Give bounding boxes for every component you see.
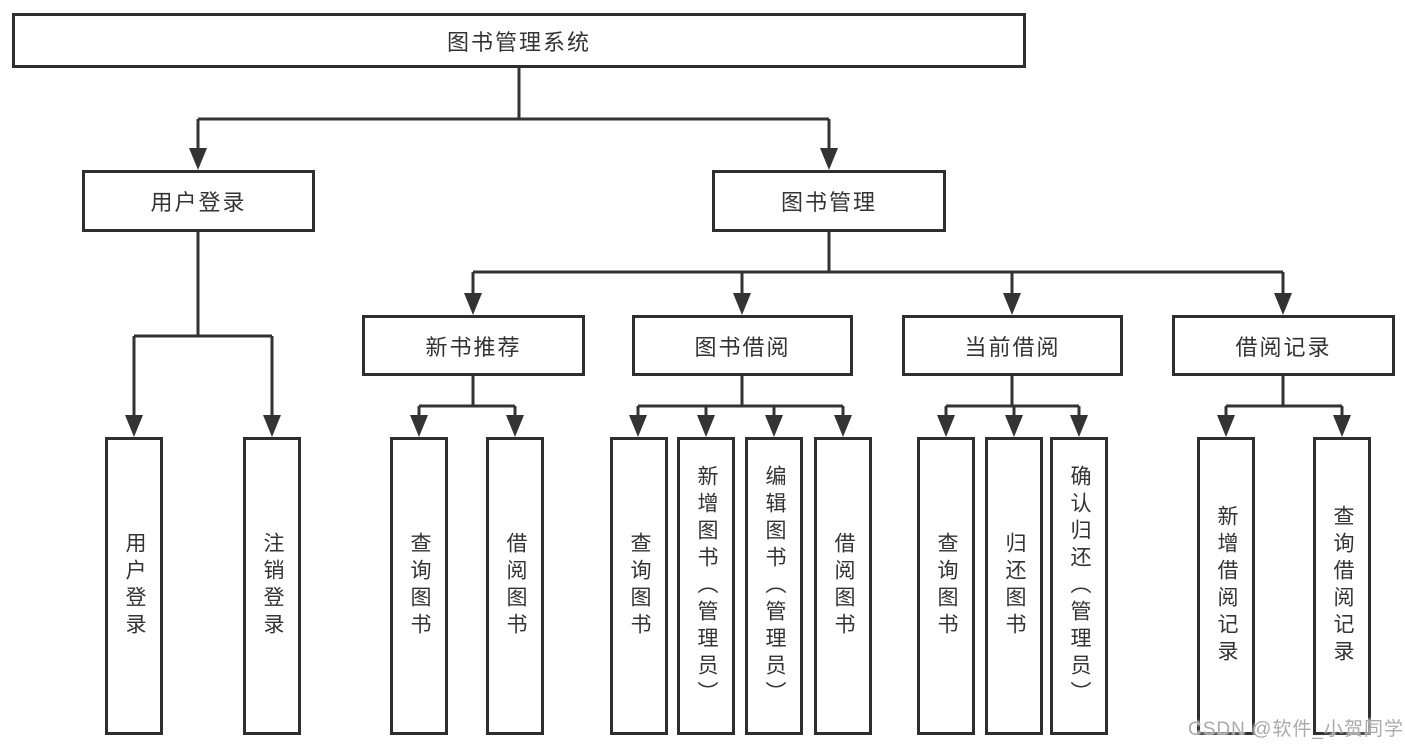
- connector-book-borrowing-to-leaves: [629, 376, 852, 437]
- leaf-add-book-admin: 新增图书（管理员）: [677, 437, 735, 735]
- connector-current-borrowing-to-leaves: [937, 376, 1088, 437]
- connector-user-login-to-leaves: [125, 232, 281, 437]
- leaf-query-books-recommend: 查询图书: [390, 437, 448, 735]
- leaf-add-borrow-record: 新增借阅记录: [1197, 437, 1255, 735]
- leaf-logout-login: 注销登录: [243, 437, 301, 735]
- node-user-login: 用户登录: [82, 170, 315, 232]
- node-current-borrowing: 当前借阅: [902, 315, 1123, 376]
- leaf-edit-book-admin: 编辑图书（管理员）: [745, 437, 803, 735]
- node-book-borrowing: 图书借阅: [632, 315, 853, 376]
- leaf-query-books-current: 查询图书: [917, 437, 975, 735]
- leaf-borrow-books-recommend: 借阅图书: [486, 437, 544, 735]
- connector-borrowing-records-to-leaves: [1217, 376, 1351, 437]
- node-book-management: 图书管理: [712, 170, 946, 232]
- node-library-management-system: 图书管理系统: [12, 13, 1026, 68]
- leaf-query-books-borrowing: 查询图书: [610, 437, 668, 735]
- leaf-borrow-books-borrowing: 借阅图书: [814, 437, 872, 735]
- node-new-book-recommendation: 新书推荐: [362, 315, 585, 376]
- watermark: CSDN @软件_小贺同学: [1188, 719, 1404, 740]
- node-borrowing-records: 借阅记录: [1172, 315, 1395, 376]
- connector-root-to-level2: [189, 68, 838, 170]
- leaf-return-books: 归还图书: [985, 437, 1043, 735]
- connector-new-book-recommendation-to-leaves: [410, 376, 524, 437]
- leaf-query-borrow-record: 查询借阅记录: [1313, 437, 1371, 735]
- connector-book-management-to-level3: [464, 232, 1292, 315]
- leaf-confirm-return-admin: 确认归还（管理员）: [1050, 437, 1108, 735]
- leaf-user-login: 用户登录: [105, 437, 163, 735]
